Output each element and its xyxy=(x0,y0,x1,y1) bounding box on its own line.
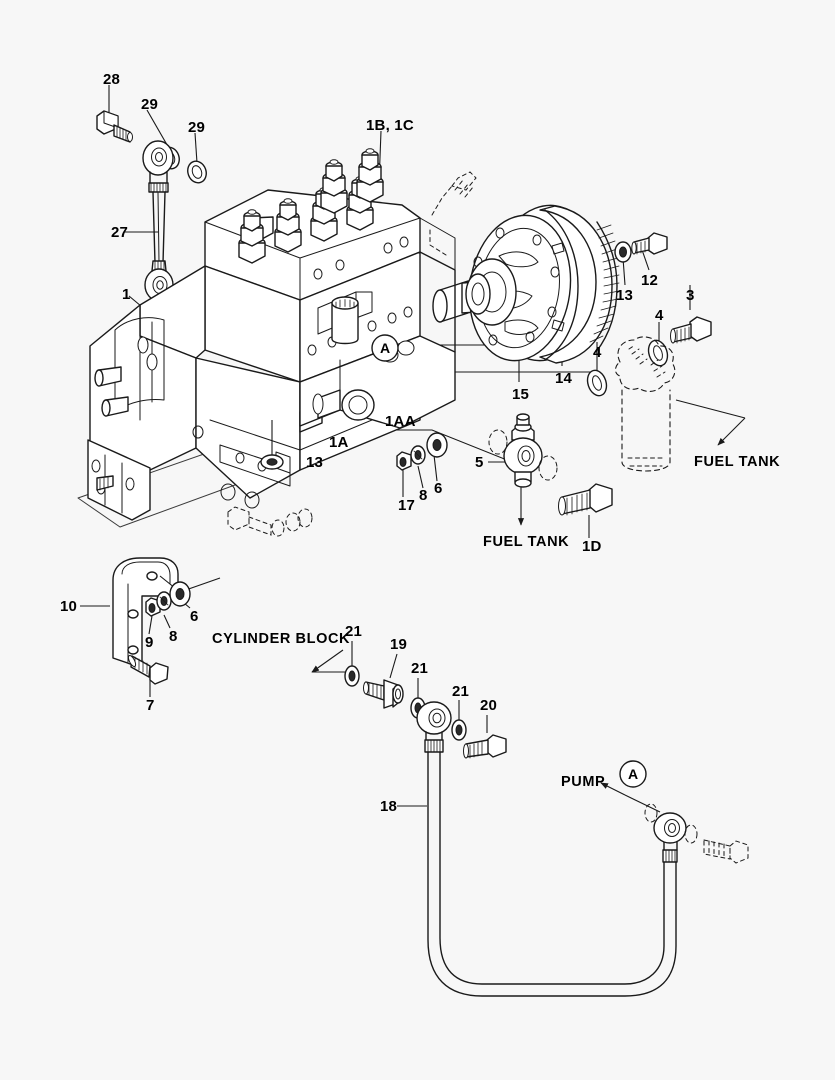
callout-1d: 1D xyxy=(582,538,602,555)
callout-13-coupling: 13 xyxy=(616,287,634,304)
part-20-banjo-bolt xyxy=(463,734,507,759)
part-28-union-bolt xyxy=(96,110,133,143)
section-a-body-letter: A xyxy=(380,340,391,356)
part-1d-banjo-bolt xyxy=(558,483,613,516)
callout-9: 9 xyxy=(145,634,154,651)
callout-3: 3 xyxy=(686,287,695,304)
part-19-union-bolt xyxy=(363,679,404,709)
callout-13-body: 13 xyxy=(306,454,324,471)
callout-21-c: 21 xyxy=(452,683,470,700)
part-8-spring-washer-bracket xyxy=(156,591,172,611)
callout-5: 5 xyxy=(475,454,484,471)
callout-4-a: 4 xyxy=(655,307,664,324)
callout-17: 17 xyxy=(398,497,416,514)
callout-8-b: 8 xyxy=(169,628,178,645)
callout-14: 14 xyxy=(555,370,573,387)
callout-29-a: 29 xyxy=(141,96,159,113)
part-21-washer-a xyxy=(344,665,360,687)
phantom-hardware-hose-end xyxy=(644,803,749,864)
part-14-15-drive-coupling xyxy=(465,204,620,364)
callout-21-a: 21 xyxy=(345,623,363,640)
part-10-mounting-bracket xyxy=(112,557,221,669)
callout-27: 27 xyxy=(111,224,129,241)
callout-1: 1 xyxy=(122,286,131,303)
label-fuel-tank-right: FUEL TANK xyxy=(694,454,781,470)
part-1-injection-pump-body xyxy=(77,148,501,528)
phantom-fuel-filter xyxy=(614,336,676,472)
part-27-fuel-pipe xyxy=(142,140,174,302)
callout-21-b: 21 xyxy=(411,660,429,677)
callout-28: 28 xyxy=(103,71,121,88)
part-6-plain-washer-bracket xyxy=(169,581,191,607)
callout-1b-1c: 1B, 1C xyxy=(366,117,414,134)
callout-1aa: 1AA xyxy=(385,413,416,430)
callout-4-b: 4 xyxy=(593,344,602,361)
part-12-bolt-coupling xyxy=(631,232,668,255)
callout-29-b: 29 xyxy=(188,119,206,136)
callout-10: 10 xyxy=(60,598,78,615)
part-13-washer-coupling xyxy=(614,241,632,263)
phantom-hardware-base xyxy=(227,506,313,537)
label-cylinder-block: CYLINDER BLOCK xyxy=(212,631,351,647)
part-7-hex-bolt-bracket xyxy=(127,655,169,685)
callout-20: 20 xyxy=(480,697,498,714)
part-1b-1c-delivery-valves xyxy=(238,148,384,264)
callout-15: 15 xyxy=(512,386,530,403)
part-4-gaskets xyxy=(586,339,669,397)
label-fuel-tank-center: FUEL TANK xyxy=(483,534,570,550)
destination-arrows xyxy=(311,399,746,813)
part-1a-housing xyxy=(299,335,456,429)
callout-12: 12 xyxy=(641,272,659,289)
part-17-nut xyxy=(396,451,412,471)
callout-7: 7 xyxy=(146,697,155,714)
part-13-washer-body xyxy=(260,420,284,470)
part-6-plain-washer xyxy=(426,432,448,458)
part-5-banjo-connector xyxy=(488,413,558,488)
callout-6-b: 6 xyxy=(190,608,199,625)
part-8-spring-washer xyxy=(410,445,426,465)
part-3-hex-bolt xyxy=(670,316,712,344)
callout-8-a: 8 xyxy=(419,487,428,504)
callout-6-a: 6 xyxy=(434,480,443,497)
callout-1a: 1A xyxy=(329,434,349,451)
section-a-hose-letter: A xyxy=(628,766,639,782)
section-mark-circles xyxy=(371,334,647,788)
part-18-fuel-hose xyxy=(416,701,687,997)
part-21-washer-c xyxy=(451,719,467,741)
callout-18: 18 xyxy=(380,798,398,815)
label-pump: PUMP xyxy=(561,774,606,790)
phantom-bolt-coupling xyxy=(429,171,477,256)
callout-19: 19 xyxy=(390,636,408,653)
